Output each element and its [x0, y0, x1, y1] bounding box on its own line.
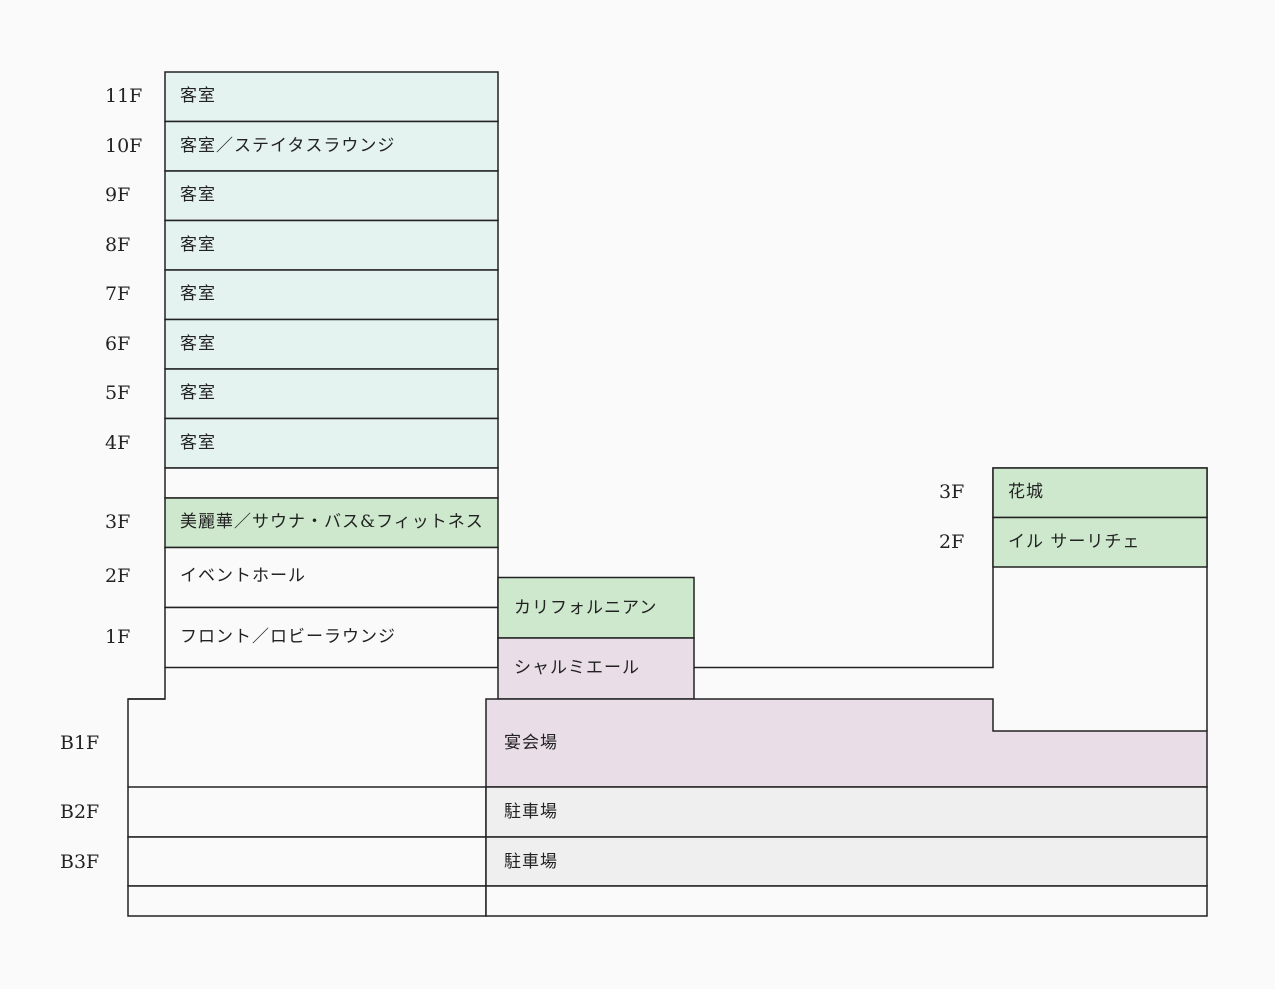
- floor-4f-block: [164, 417, 499, 469]
- room-label: 駐車場: [504, 852, 558, 872]
- floor-label: 3F: [939, 481, 965, 503]
- floor-label: 7F: [105, 283, 131, 305]
- b3f-left-block: [127, 836, 487, 887]
- tower-gap-block: [164, 467, 499, 499]
- room-label: 客室: [180, 334, 216, 354]
- charmiere-block: [497, 637, 695, 700]
- floor-label: 2F: [939, 531, 965, 553]
- floor-label: B3F: [60, 851, 100, 873]
- hanagusuku-block: [992, 467, 1208, 519]
- banquet-hall-block: [485, 698, 1208, 788]
- il-salice-block: [992, 516, 1208, 568]
- floor-label: 8F: [105, 234, 131, 256]
- room-label: 美麗華／サウナ・バス&フィットネス: [180, 512, 484, 532]
- floor-label: 3F: [105, 511, 131, 533]
- restaurant-label: イル サーリチェ: [1008, 532, 1141, 552]
- floor-label: B1F: [60, 732, 100, 754]
- restaurant-label: 花城: [1008, 482, 1044, 502]
- room-label: 駐車場: [504, 802, 558, 822]
- room-label: イベントホール: [180, 566, 306, 586]
- b2f-parking-block: [485, 786, 1208, 838]
- californian-block: [497, 576, 695, 639]
- restaurant-label: カリフォルニアン: [514, 598, 658, 618]
- floor-label: 5F: [105, 382, 131, 404]
- b3f-parking-block: [485, 836, 1208, 887]
- tower-base-line: [127, 667, 166, 787]
- floor-label: 4F: [105, 432, 131, 454]
- floor-label: 11F: [105, 85, 143, 107]
- floor-label: 10F: [105, 135, 143, 157]
- b2f-left-block: [127, 786, 487, 838]
- floor-8f-block: [164, 219, 499, 271]
- room-label: 客室／ステイタスラウンジ: [180, 136, 396, 156]
- foundation-right-block: [485, 885, 1208, 917]
- room-label: 客室: [180, 185, 216, 205]
- room-label: 宴会場: [504, 733, 558, 753]
- room-label: 客室: [180, 86, 216, 106]
- floor-1f-block: [164, 606, 499, 669]
- floor-6f-block: [164, 318, 499, 370]
- room-label: フロント／ロビーラウンジ: [180, 627, 396, 647]
- floor-10f-block: [164, 120, 499, 172]
- room-label: 客室: [180, 235, 216, 255]
- foundation-left-block: [127, 885, 487, 917]
- room-label: 客室: [180, 284, 216, 304]
- floor-3f-block: [164, 497, 499, 549]
- floor-9f-block: [164, 170, 499, 222]
- floor-11f-block: [164, 71, 499, 123]
- floor-label: 2F: [105, 565, 131, 587]
- room-label: 客室: [180, 433, 216, 453]
- floor-label: B2F: [60, 801, 100, 823]
- floor-label: 9F: [105, 184, 131, 206]
- floor-label: 1F: [105, 626, 131, 648]
- room-label: 客室: [180, 383, 216, 403]
- restaurant-label: シャルミエール: [514, 658, 640, 678]
- floor-label: 6F: [105, 333, 131, 355]
